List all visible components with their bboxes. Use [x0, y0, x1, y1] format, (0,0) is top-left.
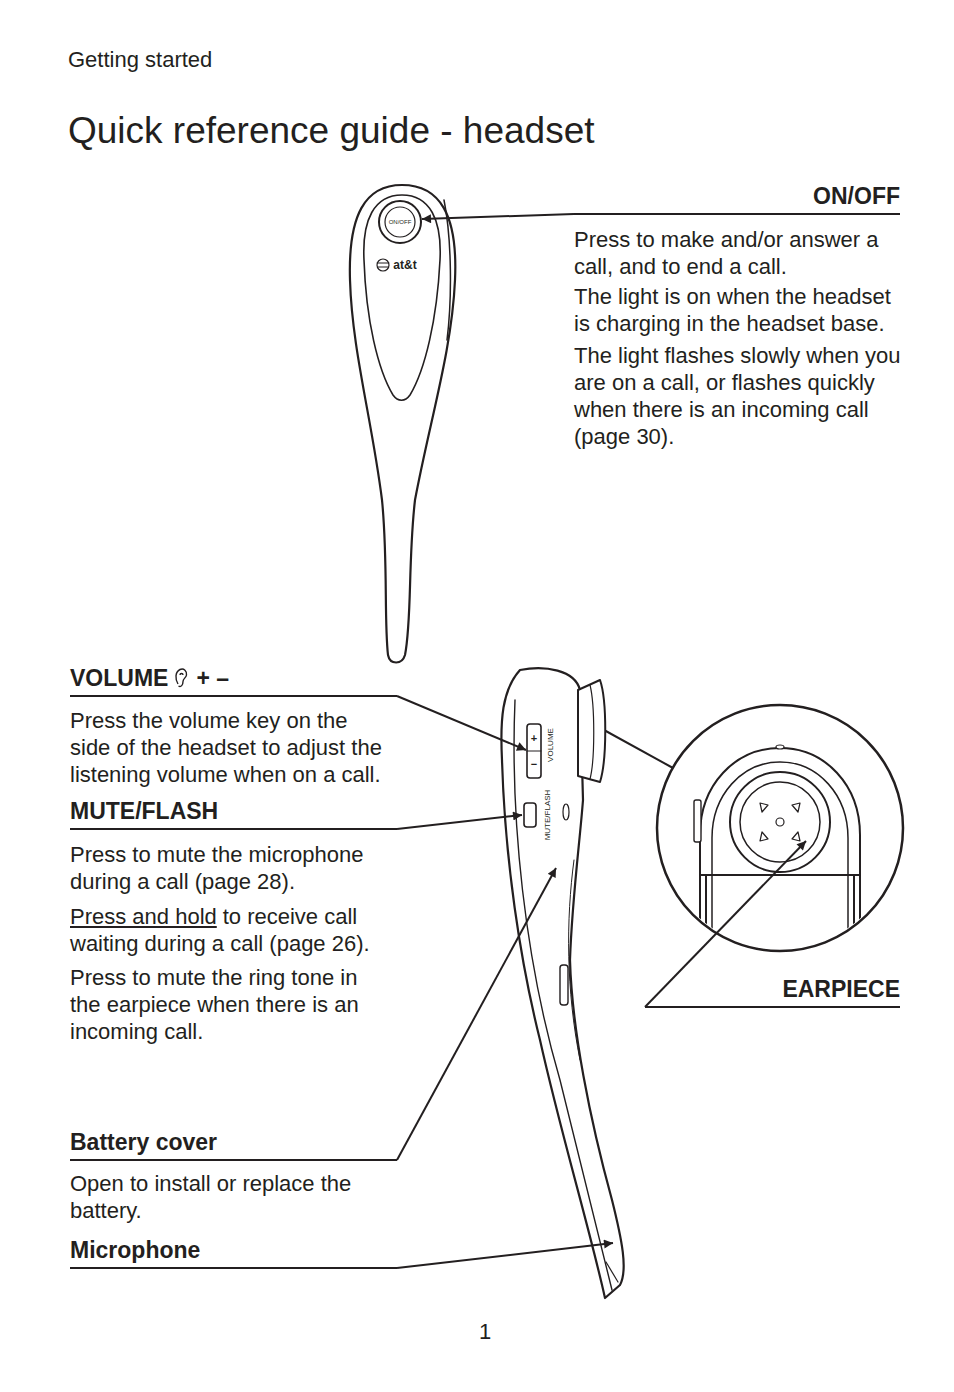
earpiece-frame	[700, 875, 860, 960]
headset-front-body	[350, 185, 455, 663]
callout-title: Microphone	[70, 1237, 200, 1263]
label-text: Press to mute the ring tone in the earpi…	[70, 965, 359, 1044]
face-plate	[364, 195, 440, 400]
earpiece-grille	[740, 782, 820, 862]
callout-text: Press to mute the microphone during a ca…	[70, 841, 388, 895]
side-slot	[563, 804, 569, 820]
callout-title: MUTE/FLASH	[70, 798, 218, 824]
earpiece-disc	[730, 772, 830, 872]
ear-outline	[176, 669, 187, 686]
label-text: Press to mute the microphone during a ca…	[70, 842, 363, 894]
section-header: Getting started	[68, 46, 488, 74]
side-label: MUTE/FLASH	[544, 790, 552, 841]
headset-side-body	[501, 668, 623, 1298]
volume-button	[527, 724, 541, 778]
mute-button	[524, 803, 536, 827]
callout-text: Press and holdto receive call waiting du…	[70, 903, 388, 957]
side-inner-line	[569, 860, 580, 1060]
side-label: VOLUME	[547, 728, 555, 762]
button-symbol: +	[531, 733, 537, 744]
button-symbol: −	[531, 759, 537, 770]
callout-text: The light is on when the headset is char…	[574, 283, 904, 337]
arm-dot	[776, 745, 784, 749]
earpiece-center	[776, 818, 784, 826]
side-edge	[444, 200, 450, 340]
label-text: Press to make and/or answer a call, and …	[574, 227, 878, 279]
heading-rule	[645, 1006, 900, 1008]
callout-title: ON/OFF	[813, 183, 900, 209]
callout-text: The light flashes slowly when you are on…	[574, 342, 904, 450]
leader-line	[397, 1243, 613, 1268]
side-earpiece	[578, 680, 605, 782]
label-text: Press the volume key on the side of the …	[70, 708, 382, 787]
side-bump	[560, 965, 568, 1005]
heading-rule	[70, 1159, 397, 1161]
arm-buttons	[694, 800, 701, 842]
earpiece-arm-inner	[712, 762, 848, 960]
page-number: 1	[435, 1318, 535, 1346]
page-number: 1	[479, 1319, 491, 1344]
callout-text: Press the volume key on the side of the …	[70, 707, 388, 788]
callout-title: Battery cover	[70, 1129, 217, 1155]
on-off-button	[379, 201, 421, 243]
leader-line	[422, 214, 574, 219]
callout-text: Press to mute the ring tone in the earpi…	[70, 964, 388, 1045]
side-earpiece-ring	[590, 685, 594, 779]
side-parting-line	[514, 700, 612, 1290]
leader-line	[397, 696, 526, 750]
leader-line	[397, 815, 522, 829]
leader-line	[645, 841, 806, 1007]
callout-title: + –	[196, 665, 229, 691]
earpiece-arm	[700, 748, 860, 960]
on-off-button-ring	[385, 207, 415, 237]
label-text: Open to install or replace the battery.	[70, 1171, 351, 1223]
logo-globe-lines	[377, 263, 389, 267]
ear-icon	[174, 667, 188, 689]
callout-title: VOLUME	[70, 665, 168, 691]
heading-rule	[70, 695, 397, 697]
callout-heading: Battery cover	[70, 1127, 388, 1157]
callout-text: Press to make and/or answer a call, and …	[574, 226, 904, 280]
heading-rule	[574, 213, 900, 215]
callout-text: Open to install or replace the battery.	[70, 1170, 388, 1224]
callout-heading: EARPIECE	[645, 974, 900, 1004]
heading-rule	[70, 828, 397, 830]
leader-line	[397, 868, 556, 1160]
callout-heading: MUTE/FLASH	[70, 796, 388, 826]
callout-heading: VOLUME + –	[70, 663, 388, 693]
callout-heading: ON/OFF	[574, 181, 900, 211]
logo-text: at&t	[393, 259, 416, 271]
callout-title: EARPIECE	[782, 976, 900, 1002]
earpiece-holes	[760, 803, 800, 841]
microphone-tip	[606, 1262, 618, 1282]
zoom-line	[604, 730, 673, 768]
label-text: The light flashes slowly when you are on…	[574, 343, 901, 449]
page-title: Quick reference guide - headset	[68, 109, 595, 153]
callout-heading: Microphone	[70, 1235, 388, 1265]
label-text: Getting started	[68, 47, 212, 72]
volume-divider	[527, 751, 541, 752]
button-label: ON/OFF	[389, 219, 412, 225]
logo-globe	[377, 259, 389, 271]
label-text: Press and hold	[70, 904, 217, 929]
heading-rule	[70, 1267, 397, 1269]
label-text: The light is on when the headset is char…	[574, 284, 891, 336]
